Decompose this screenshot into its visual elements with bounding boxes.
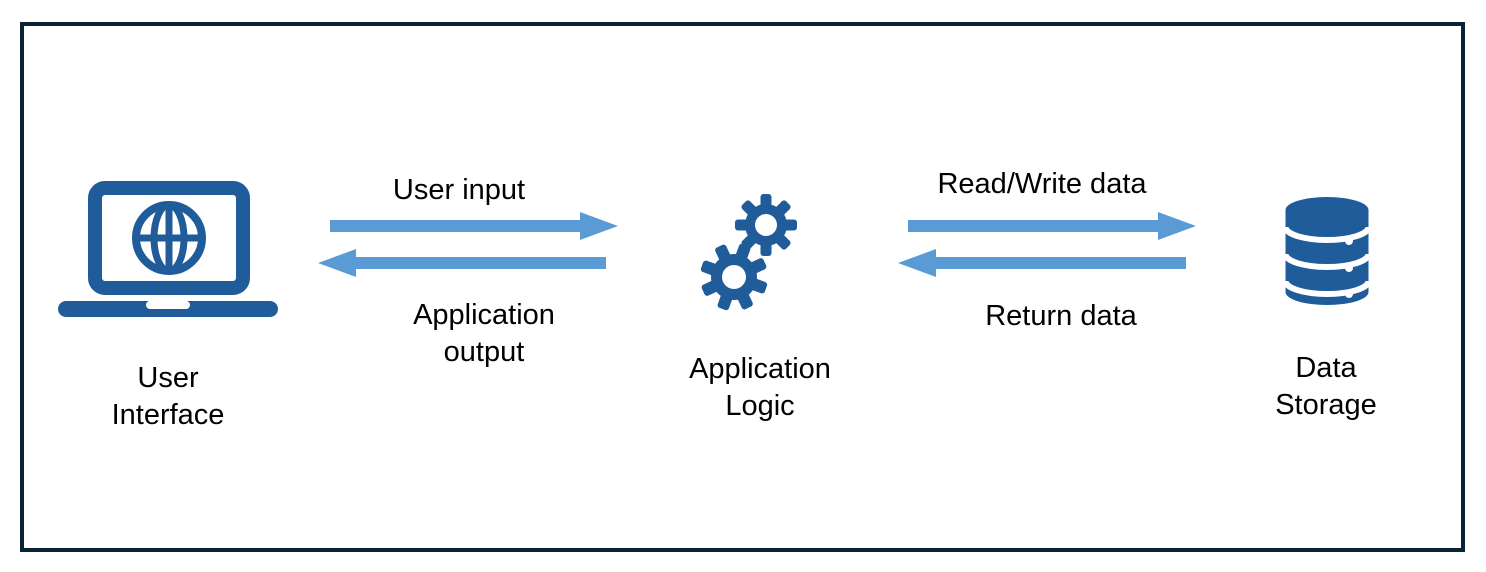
arrow-left-application-output [318, 249, 606, 277]
arrow-left-icon [898, 249, 1186, 277]
flow-label-application-output: Application output [413, 299, 555, 368]
arrow-right-icon [908, 212, 1196, 240]
node-label-application-logic: Application Logic [689, 353, 831, 422]
arrow-right-icon [330, 212, 618, 240]
node-application-logic [698, 192, 802, 312]
diagram-border [20, 22, 1465, 552]
database-icon [1282, 197, 1372, 305]
node-label-user-interface: User Interface [111, 362, 225, 431]
node-user-interface [58, 181, 278, 317]
flow-label-user-input: User input [392, 174, 526, 206]
flow-label-return-data: Return data [985, 300, 1137, 332]
laptop-globe-icon [58, 181, 278, 317]
arrow-right-user-input [330, 212, 618, 240]
arrow-right-read-write [908, 212, 1196, 240]
gears-icon [700, 194, 797, 311]
arrow-left-return-data [898, 249, 1186, 277]
node-label-data-storage: Data Storage [1275, 352, 1377, 421]
node-data-storage [1282, 196, 1372, 306]
flow-label-read-write: Read/Write data [937, 168, 1147, 200]
arrow-left-icon [318, 249, 606, 277]
